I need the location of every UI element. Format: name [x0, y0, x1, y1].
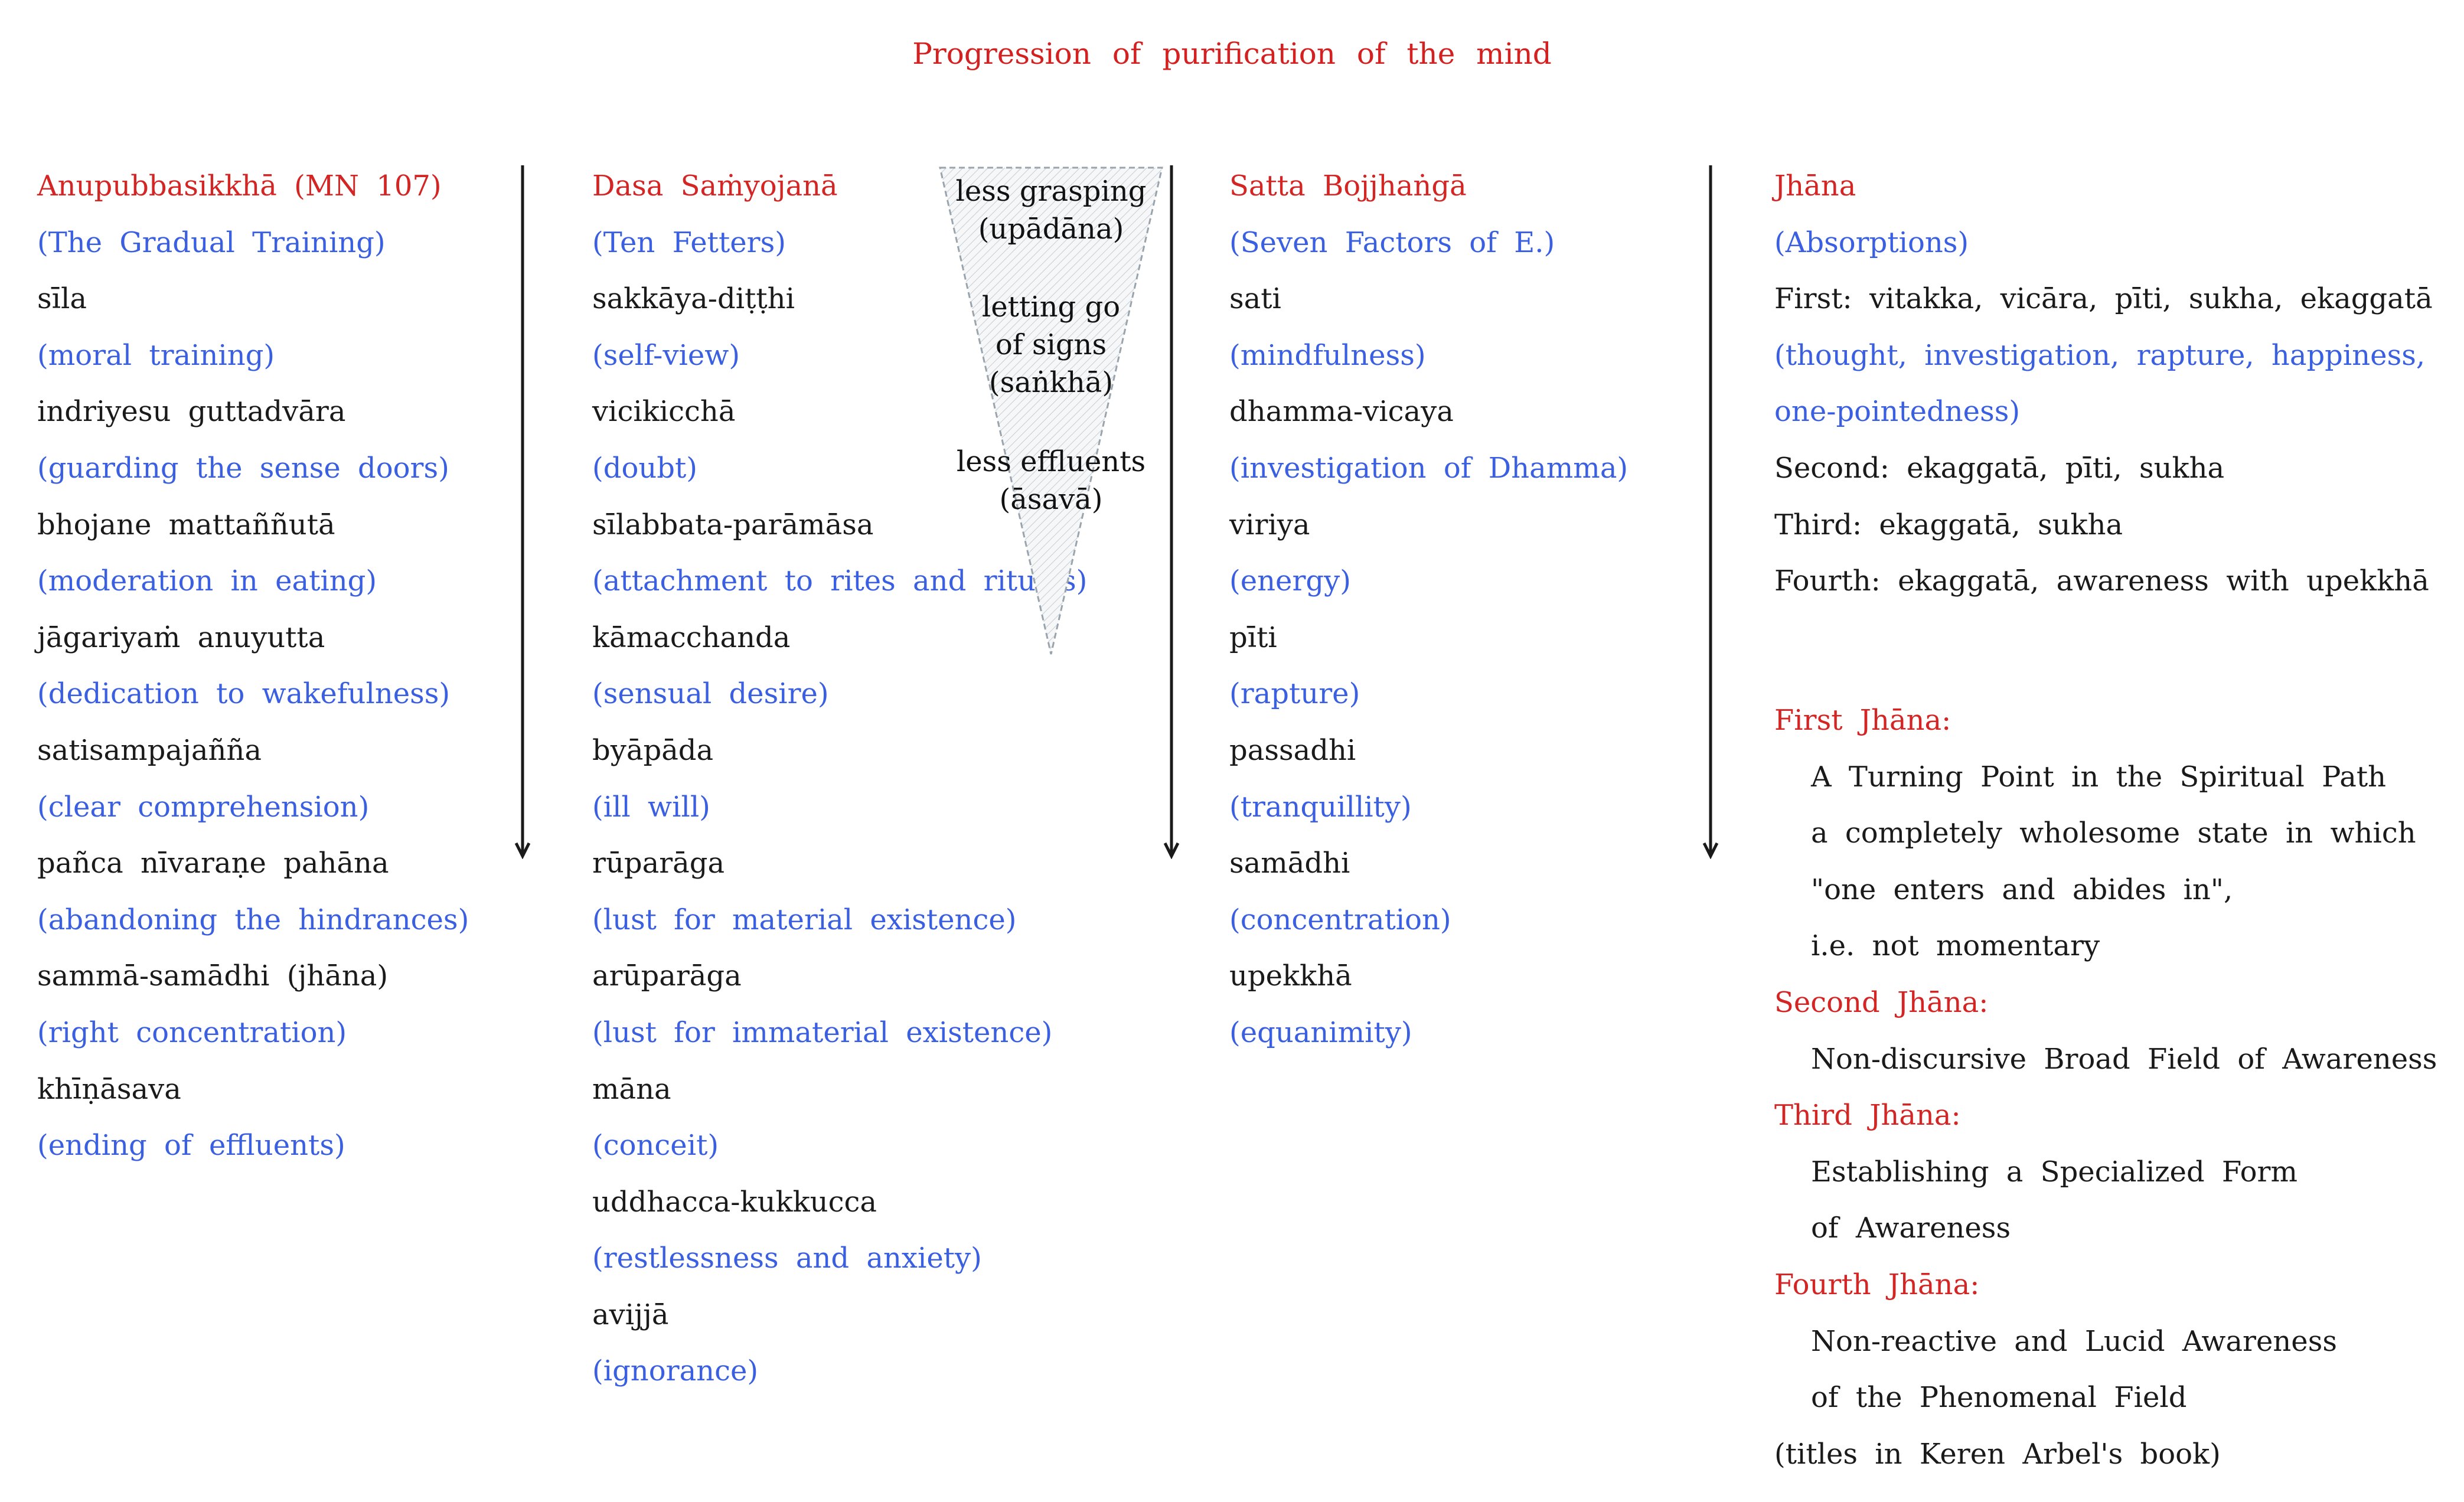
- term-text: Fourth: ekaggatā, awareness with upekkhā: [1774, 564, 2429, 598]
- translation-text: (ending of effluents): [37, 1129, 345, 1163]
- section-heading: Jhāna: [1774, 169, 1856, 203]
- term-text: of Awareness: [1811, 1212, 2011, 1245]
- translation-text: (clear comprehension): [37, 790, 370, 824]
- section-heading: Anupubbasikkhā (MN 107): [37, 169, 442, 203]
- term-text: pañca nīvaraṇe pahāna: [37, 847, 389, 880]
- translation-text: (lust for immaterial existence): [592, 1016, 1053, 1049]
- term-text: of the Phenomenal Field: [1811, 1381, 2187, 1415]
- term-text: viriya: [1229, 508, 1310, 541]
- term-text: arūparāga: [592, 959, 742, 993]
- funnel-label-effluents: less effluents (āsavā): [939, 443, 1163, 518]
- term-text: passadhi: [1229, 733, 1356, 767]
- jhana-titles-section: First Jhāna: A Turning Point in the Spiri…: [1774, 703, 2437, 1493]
- term-text: a completely wholesome state in which: [1811, 817, 2416, 850]
- translation-text: (right concentration): [37, 1016, 347, 1049]
- translation-text: (guarding the sense doors): [37, 451, 449, 485]
- funnel-label-line: (saṅkhā): [988, 366, 1114, 399]
- translation-text: (Seven Factors of E.): [1229, 226, 1555, 259]
- term-text: Establishing a Specialized Form: [1811, 1155, 2297, 1188]
- column-anupubbasikkha: Anupubbasikkhā (MN 107) (The Gradual Trai…: [37, 168, 469, 1184]
- term-text: satisampajañña: [37, 733, 262, 767]
- term-text: jāgariyaṁ anuyutta: [37, 621, 325, 654]
- term-text: avijjā: [592, 1298, 669, 1331]
- term-text: (titles in Keren Arbel's book): [1774, 1437, 2221, 1471]
- translation-text: (moderation in eating): [37, 564, 377, 598]
- term-text: sīla: [37, 282, 87, 316]
- term-text: sati: [1229, 282, 1281, 316]
- funnel-label-signs: letting go of signs (saṅkhā): [939, 288, 1163, 401]
- translation-text: one-pointedness): [1774, 395, 2021, 429]
- term-text: sammā-samādhi (jhāna): [37, 959, 389, 993]
- funnel-label-line: less effluents: [956, 445, 1146, 478]
- translation-text: (rapture): [1229, 677, 1360, 711]
- column-jhana: Jhāna (Absorptions) First: vitakka, vicāra…: [1774, 168, 2433, 620]
- term-text: uddhacca-kukkucca: [592, 1185, 877, 1219]
- translation-text: (self-view): [592, 338, 740, 372]
- translation-text: (attachment to rites and rituals): [592, 564, 1088, 598]
- term-text: rūparāga: [592, 847, 725, 880]
- translation-text: (concentration): [1229, 903, 1451, 936]
- term-text: byāpāda: [592, 733, 714, 767]
- translation-text: (dedication to wakefulness): [37, 677, 451, 711]
- translation-text: (thought, investigation, rapture, happin…: [1774, 338, 2426, 372]
- down-arrow-icon: [1163, 165, 1180, 859]
- term-text: First: vitakka, vicāra, pīti, sukha, eka…: [1774, 282, 2433, 316]
- term-text: upekkhā: [1229, 959, 1352, 993]
- down-arrow-icon: [514, 165, 531, 859]
- column-bojjhanga: Satta Bojjhaṅgā (Seven Factors of E.) sati…: [1229, 168, 1628, 1072]
- section-heading: First Jhāna:: [1774, 704, 1951, 737]
- section-heading: Second Jhāna:: [1774, 985, 1989, 1019]
- term-text: Non-reactive and Lucid Awareness: [1811, 1324, 2337, 1358]
- down-arrow-icon: [1702, 165, 1719, 859]
- funnel-label-line: letting go: [981, 290, 1121, 324]
- funnel-label-line: of signs: [995, 328, 1107, 361]
- section-heading: Fourth Jhāna:: [1774, 1268, 1980, 1301]
- term-text: "one enters and abides in",: [1811, 873, 2233, 906]
- translation-text: (Ten Fetters): [592, 226, 786, 259]
- translation-text: (ill will): [592, 790, 710, 824]
- translation-text: (conceit): [592, 1129, 719, 1163]
- term-text: vicikicchā: [592, 395, 736, 429]
- term-text: Second: ekaggatā, pīti, sukha: [1774, 451, 2225, 485]
- funnel-label-grasping: less grasping (upādāna): [939, 172, 1163, 248]
- translation-text: (Absorptions): [1774, 226, 1969, 259]
- translation-text: (lust for material existence): [592, 903, 1017, 936]
- term-text: A Turning Point in the Spiritual Path: [1811, 760, 2387, 794]
- translation-text: (The Gradual Training): [37, 226, 386, 259]
- translation-text: (energy): [1229, 564, 1351, 598]
- translation-text: (sensual desire): [592, 677, 829, 711]
- funnel-label-line: (upādāna): [978, 213, 1124, 246]
- section-heading: Dasa Saṁyojanā: [592, 169, 838, 203]
- funnel-triangle: [939, 166, 1163, 655]
- term-text: khīṇāsava: [37, 1072, 181, 1106]
- term-text: Non-discursive Broad Field of Awareness: [1811, 1042, 2437, 1076]
- diagram-title: Progression of purification of the mind: [912, 37, 1552, 71]
- translation-text: (moral training): [37, 338, 275, 372]
- column-samyojana: Dasa Saṁyojanā (Ten Fetters) sakkāya-diṭṭh…: [592, 168, 1087, 1410]
- term-text: samādhi: [1229, 847, 1350, 880]
- term-text: i.e. not momentary: [1811, 929, 2100, 963]
- translation-text: (abandoning the hindrances): [37, 903, 469, 936]
- translation-text: (tranquillity): [1229, 790, 1412, 824]
- term-text: bhojane mattaññutā: [37, 508, 335, 541]
- translation-text: (doubt): [592, 451, 698, 485]
- term-text: kāmacchanda: [592, 621, 791, 654]
- funnel-label-line: (āsavā): [999, 483, 1103, 516]
- term-text: dhamma-vicaya: [1229, 395, 1454, 429]
- translation-text: (mindfulness): [1229, 338, 1426, 372]
- translation-text: (investigation of Dhamma): [1229, 451, 1628, 485]
- translation-text: (ignorance): [592, 1354, 759, 1388]
- term-text: sakkāya-diṭṭhi: [592, 282, 795, 316]
- term-text: māna: [592, 1072, 671, 1106]
- term-text: indriyesu guttadvāra: [37, 395, 346, 429]
- section-heading: Satta Bojjhaṅgā: [1229, 169, 1467, 203]
- funnel-label-line: less grasping: [955, 175, 1147, 208]
- term-text: pīti: [1229, 621, 1277, 654]
- translation-text: (equanimity): [1229, 1016, 1412, 1049]
- term-text: Third: ekaggatā, sukha: [1774, 508, 2123, 541]
- translation-text: (restlessness and anxiety): [592, 1242, 982, 1275]
- term-text: sīlabbata-parāmāsa: [592, 508, 874, 541]
- section-heading: Third Jhāna:: [1774, 1099, 1961, 1132]
